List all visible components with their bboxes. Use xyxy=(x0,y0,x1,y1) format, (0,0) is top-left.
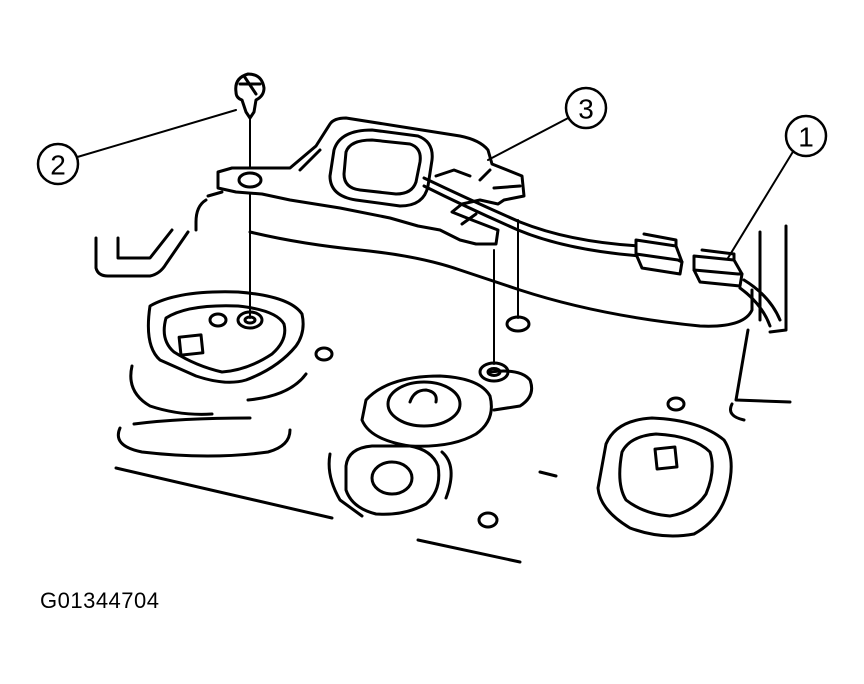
figure-id: G01344704 xyxy=(40,588,160,613)
floor-panel xyxy=(94,190,792,564)
mounting-hole-left xyxy=(236,310,264,330)
bracket-assembly xyxy=(216,116,526,246)
alignment-lines xyxy=(249,113,519,365)
callout-1: 1 xyxy=(784,114,828,158)
leader-lines xyxy=(73,109,795,259)
connector-pair xyxy=(634,232,744,288)
callout-3-label: 3 xyxy=(578,94,594,125)
wire-harness xyxy=(422,176,782,328)
mounting-holes xyxy=(236,310,531,383)
callout-3: 3 xyxy=(564,86,608,130)
callout-2: 2 xyxy=(36,142,80,186)
callout-1-label: 1 xyxy=(798,122,814,153)
callout-2-label: 2 xyxy=(50,150,66,181)
mounting-hole-right xyxy=(505,315,531,333)
screw xyxy=(234,72,266,120)
mounting-hole-center xyxy=(478,361,510,383)
